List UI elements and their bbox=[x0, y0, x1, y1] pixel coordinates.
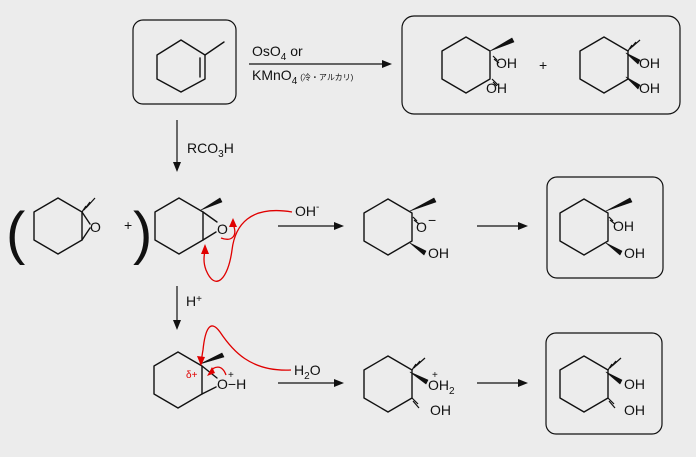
trans-diol-product-box-1: OH OH bbox=[546, 176, 664, 279]
oh-label: OH bbox=[613, 218, 634, 234]
oh-label: OH bbox=[624, 245, 645, 261]
trans-diol-product-box-2: OH OH bbox=[545, 332, 663, 435]
oxonium-intermediate: OH2 + OH bbox=[363, 355, 455, 418]
methylcyclohexene-molecule bbox=[156, 39, 225, 93]
oxonium-charge: + bbox=[228, 370, 234, 381]
deprotonation-arrow bbox=[477, 379, 528, 387]
epoxide-oxygen: O bbox=[90, 219, 101, 235]
protonated-epoxide: O−H + δ+ bbox=[153, 351, 246, 409]
kmno4-label: KMnO4(冷・アルカリ) bbox=[252, 67, 354, 87]
oxidation-arrow: OsO4 or KMnO4(冷・アルカリ) bbox=[249, 43, 392, 87]
plus-sign: + bbox=[539, 57, 547, 73]
oh-label: OH bbox=[486, 80, 507, 96]
acid-label: H+ bbox=[186, 293, 202, 309]
oxonium-label: OH2 bbox=[428, 377, 455, 397]
acid-arrow: H+ bbox=[173, 286, 202, 330]
basic-opening-arrow bbox=[278, 222, 344, 230]
peracid-label: RCO3H bbox=[187, 140, 234, 160]
epoxide-enantiomer: O bbox=[33, 197, 101, 255]
protonation-arrow bbox=[477, 222, 528, 230]
open-parenthesis: ( bbox=[6, 201, 25, 266]
syn-diol-product-1: OH OH bbox=[441, 36, 517, 96]
protonated-oxygen: O−H bbox=[217, 376, 246, 392]
alkoxide-oxygen: O bbox=[416, 219, 427, 235]
epoxide-oxygen: O bbox=[217, 221, 228, 237]
hydroxide-label: OH- bbox=[295, 202, 319, 219]
oh-label: OH bbox=[496, 55, 517, 71]
plus-sign: + bbox=[124, 217, 132, 233]
oh-label: OH bbox=[430, 402, 451, 418]
alkoxide-intermediate: O − OH bbox=[363, 197, 449, 261]
oh-label: OH bbox=[624, 376, 645, 392]
delta-plus-label: δ+ bbox=[186, 370, 198, 381]
water-label: H2O bbox=[294, 362, 321, 382]
water-attack: H2O bbox=[197, 325, 321, 382]
negative-charge: − bbox=[428, 212, 436, 228]
oh-label: OH bbox=[639, 80, 660, 96]
close-parenthesis: ) bbox=[133, 201, 152, 266]
syn-diol-products-box: OH OH + OH OH bbox=[401, 15, 681, 115]
starting-material-box bbox=[132, 19, 237, 105]
oh-label: OH bbox=[624, 402, 645, 418]
oh-label: OH bbox=[639, 55, 660, 71]
hydroxide-attack: OH- bbox=[201, 202, 319, 282]
oxonium-charge: + bbox=[432, 370, 438, 381]
syn-diol-product-2: OH OH bbox=[579, 36, 660, 96]
epoxide-molecule: O bbox=[154, 197, 228, 255]
oh-label: OH bbox=[428, 245, 449, 261]
acidic-opening-arrow bbox=[278, 379, 344, 387]
epoxidation-arrow: RCO3H bbox=[173, 120, 234, 172]
oso4-label: OsO4 or bbox=[252, 43, 303, 63]
